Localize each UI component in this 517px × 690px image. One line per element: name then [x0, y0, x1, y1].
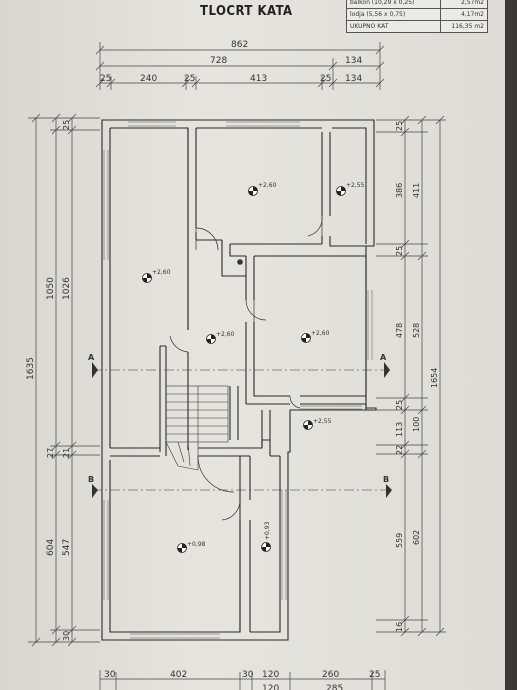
level-marker-icon	[336, 186, 346, 196]
level-markers	[142, 186, 346, 553]
level-label: +2,60	[311, 330, 330, 337]
dim-bottom: 402	[170, 670, 187, 680]
dim-top-seg: 25	[100, 74, 111, 84]
dim-left-mid: 27	[46, 448, 55, 458]
level-label: +2,55	[313, 418, 332, 425]
dim-bottom: 30	[242, 670, 254, 680]
dim-right: 1654	[430, 368, 439, 388]
bottom-dimensions	[99, 670, 386, 690]
dim-bottom: 285	[326, 684, 343, 690]
dim-right: 25	[395, 246, 404, 256]
dim-bottom: 120	[262, 670, 279, 680]
dim-right: 411	[412, 183, 421, 198]
level-marker-icon	[177, 543, 187, 553]
dim-right: 478	[395, 323, 404, 338]
level-label: +2,60	[216, 331, 235, 338]
level-label: +0,98	[187, 541, 206, 548]
dim-top-seg: 25	[320, 74, 331, 84]
top-dimensions	[95, 42, 385, 90]
walls	[101, 119, 377, 641]
section-b-left: B	[88, 475, 94, 484]
dim-left-top-wall: 25	[62, 120, 71, 130]
dim-right: 25	[395, 121, 404, 131]
dim-top-seg: 134	[345, 74, 362, 84]
level-label: +0,93	[264, 521, 271, 540]
dim-bottom: 25	[369, 670, 380, 680]
dim-top-total: 862	[231, 40, 248, 50]
level-marker-icon	[303, 420, 313, 430]
dim-bottom: 30	[104, 670, 116, 680]
door-swings	[169, 215, 323, 521]
dim-bottom: 260	[322, 670, 339, 680]
dim-right: 22	[395, 445, 404, 455]
drawing-title: TLOCRT KATA	[200, 4, 293, 19]
dim-top-inner: 728	[210, 56, 227, 66]
right-dimensions	[376, 115, 446, 637]
dim-top-seg: 413	[250, 74, 267, 84]
left-dimensions	[28, 113, 100, 647]
level-label: +2,60	[152, 269, 171, 276]
level-label: +2,55	[346, 182, 365, 189]
dim-right: 113	[395, 422, 404, 437]
windows	[103, 121, 373, 639]
dim-right: 16	[395, 622, 404, 632]
dim-left-bottom-wall: 30	[62, 631, 71, 641]
dim-left-upper-outer: 1050	[46, 277, 56, 300]
section-a-right: A	[380, 353, 387, 362]
dim-right: 559	[395, 533, 404, 548]
staircase	[165, 259, 243, 471]
section-b-right: B	[383, 475, 389, 484]
dim-top-seg: 240	[140, 74, 157, 84]
dim-right: 528	[412, 323, 421, 338]
level-marker-icon	[142, 273, 152, 283]
dim-top-seg: 25	[184, 74, 195, 84]
dim-left-lower-outer: 604	[46, 539, 56, 556]
level-marker-icon	[248, 186, 258, 196]
section-lines	[92, 369, 392, 491]
area-table: balkon (10,29 x 0,25)2,57m2 lodja (5,56 …	[346, 0, 488, 33]
dim-right: 602	[412, 530, 421, 545]
level-marker-icon	[301, 333, 311, 343]
dim-left-lower-inner: 547	[62, 539, 72, 556]
level-label: +2,60	[258, 182, 277, 189]
dim-right: 386	[395, 183, 404, 198]
dim-left-mid: 21	[62, 448, 71, 458]
dim-right: 100	[412, 417, 421, 432]
area-value: 116,35 m2	[440, 20, 488, 33]
dim-left-overall: 1635	[26, 357, 36, 380]
level-marker-icon	[261, 542, 271, 552]
dim-right: 25	[395, 400, 404, 410]
sheet-edge-shadow	[505, 0, 517, 690]
dim-bottom: 120	[262, 684, 279, 690]
dim-left-upper-inner: 1026	[62, 277, 72, 300]
dim-top-right: 134	[345, 56, 362, 66]
level-marker-icon	[206, 334, 216, 344]
area-label: UKUPNO KAT	[346, 20, 441, 33]
section-arrow-icon	[92, 362, 392, 498]
section-a-left: A	[88, 353, 95, 362]
